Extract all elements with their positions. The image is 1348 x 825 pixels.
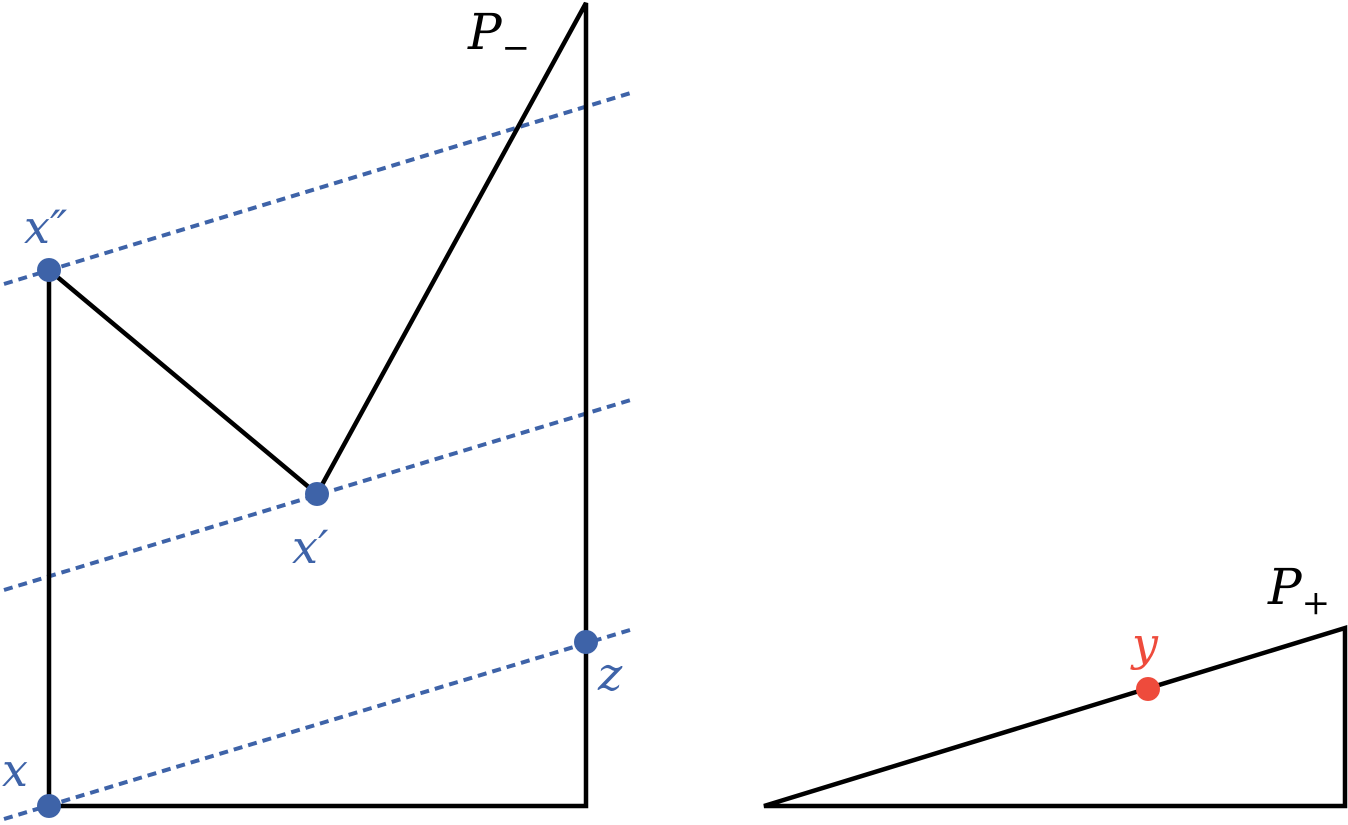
point-x	[37, 794, 61, 818]
label-p-minus: P−	[467, 3, 530, 68]
point-x-double-prime	[37, 258, 61, 282]
level-lines	[3, 90, 635, 821]
level-line-top	[3, 90, 635, 286]
label-p-plus: P+	[1267, 558, 1330, 623]
polygon-p-minus	[46, 1, 589, 809]
point-y	[1136, 677, 1160, 701]
label-z: z	[597, 647, 623, 701]
label-x-prime: x′	[292, 520, 329, 574]
polygon-p-plus	[763, 624, 1348, 809]
label-x: x	[2, 743, 28, 797]
label-x-double-prime: x″	[24, 200, 67, 254]
label-y: y	[1130, 617, 1159, 671]
point-x-prime	[305, 482, 329, 506]
level-line-middle	[3, 397, 635, 592]
point-z	[574, 630, 598, 654]
level-line-bottom	[3, 628, 631, 821]
